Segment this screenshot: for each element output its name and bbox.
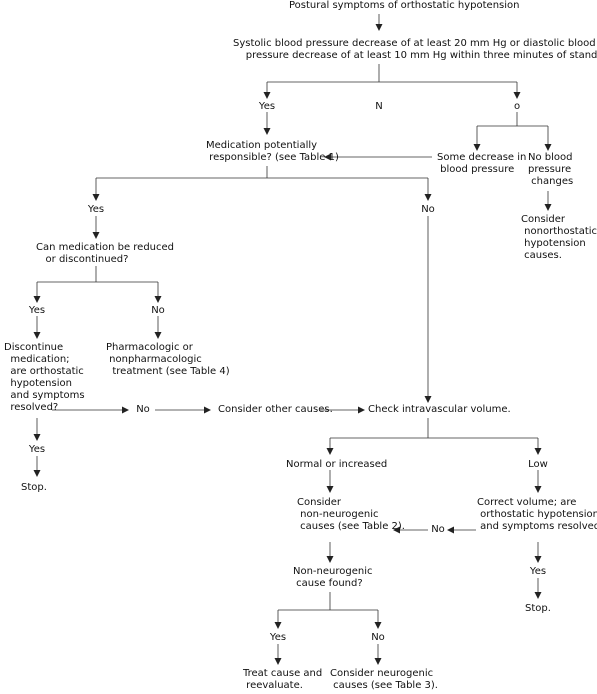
node-no-reduce: No [151, 305, 165, 316]
node-yes-reduce: Yes [28, 305, 46, 316]
node-discontinue: Discontinue medication; are orthostatic … [4, 342, 85, 413]
node-o-top: o [513, 101, 521, 112]
node-consider-other-causes: Consider other causes. [218, 404, 333, 415]
node-bp-question: Systolic blood pressure decrease of at l… [233, 38, 597, 61]
node-pharmacologic-treatment: Pharmacologic or nonpharmacologic treatm… [106, 342, 230, 377]
node-check-volume: Check intravascular volume. [368, 404, 511, 415]
node-yes-medication: Yes [87, 204, 105, 215]
node-no-bp-change: No blood pressure changes [528, 152, 574, 187]
node-no-found: No [371, 632, 385, 643]
node-consider-nonneurogenic: Consider non-neurogenic causes (see Tabl… [297, 497, 405, 532]
node-normal-increased: Normal or increased [286, 459, 388, 470]
node-start: Postural symptoms of orthostatic hypoten… [289, 0, 520, 11]
node-yes-top: Yes [258, 101, 276, 112]
node-nonneurogenic-found: Non-neurogenic cause found? [293, 566, 373, 589]
node-no-discontinue: No [136, 404, 150, 415]
node-yes-discontinue: Yes [28, 444, 46, 455]
node-no-correct: No [431, 524, 445, 535]
node-yes-found: Yes [269, 632, 287, 643]
node-some-decrease: Some decrease in blood pressure [437, 152, 527, 175]
node-treat-cause: Treat cause and reevaluate. [243, 668, 323, 691]
node-stop-left: Stop. [21, 482, 47, 493]
node-reduce-question: Can medication be reduced or discontinue… [36, 242, 175, 265]
node-no-medication: No [421, 204, 435, 215]
node-medication-question: Medication potentially responsible? (see… [206, 140, 339, 163]
node-n-top: N [375, 101, 383, 112]
node-consider-neurogenic: Consider neurogenic causes (see Table 3)… [330, 668, 438, 691]
node-stop-right: Stop. [525, 603, 551, 614]
node-correct-volume: Correct volume; are orthostatic hypotens… [477, 497, 597, 532]
node-yes-correct: Yes [529, 566, 547, 577]
node-consider-nonorthostatic: Consider nonorthostatic hypotension caus… [521, 214, 597, 261]
node-low: Low [528, 459, 548, 470]
